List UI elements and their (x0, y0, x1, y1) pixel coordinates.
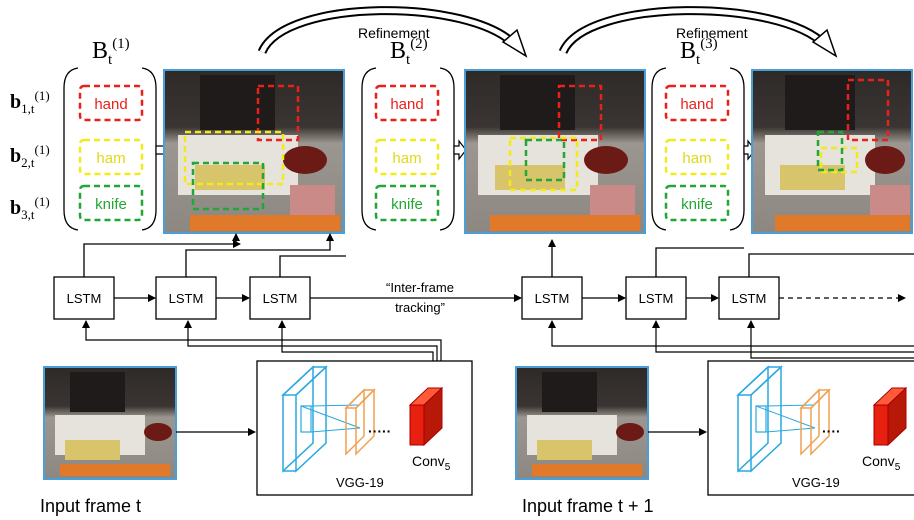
output-frame-photo-3 (751, 69, 913, 234)
lstm-output-arrows (83, 233, 914, 277)
box-set-3-label: Bt(3) (680, 36, 718, 68)
feed-arrow-icon (453, 139, 467, 161)
svg-text:LSTM: LSTM (169, 291, 204, 306)
box-vector-2: hand ham knife (361, 67, 455, 231)
refinement-arrow-1 (257, 6, 528, 58)
box-vector-1: hand ham knife (63, 67, 157, 231)
svg-text:····: ···· (822, 423, 841, 439)
refinement-arrow-2 (558, 6, 838, 58)
object-label-ham: ham (682, 150, 711, 167)
box-set-1-label: Bt(1) (92, 36, 130, 68)
input-frame-label-2: Input frame t + 1 (522, 496, 654, 516)
row-label-3: b3,t(1) (10, 194, 50, 222)
refinement-label-1: Refinement (358, 25, 430, 41)
svg-text:LSTM: LSTM (535, 291, 570, 306)
lstm-cell-5: LSTM (625, 276, 687, 320)
svg-text:LSTM: LSTM (732, 291, 767, 306)
lstm-cell-6: LSTM (718, 276, 780, 320)
refinement-label-2: Refinement (676, 25, 748, 41)
row-label-2: b2,t(1) (10, 142, 50, 170)
vgg-label-2: VGG-19 (792, 475, 840, 490)
input-frame-photo-2 (515, 366, 649, 480)
tracking-label-line2: tracking” (395, 300, 445, 315)
cnn-box-1: ····· (256, 360, 473, 496)
tracking-label-line1: “Inter-frame (386, 280, 454, 295)
object-label-hand: hand (680, 96, 713, 113)
lstm-cell-2: LSTM (155, 276, 217, 320)
row-label-1: b1,t(1) (10, 88, 50, 116)
vgg-label-1: VGG-19 (336, 475, 384, 490)
input-frame-label-1: Input frame t (40, 496, 141, 516)
lstm-cell-3: LSTM (249, 276, 311, 320)
output-frame-photo-2 (464, 69, 646, 234)
conv-label-1: Conv5 (412, 453, 451, 473)
svg-text:·····: ····· (368, 423, 391, 439)
object-label-ham: ham (96, 150, 125, 167)
input-frame-photo-1 (43, 366, 177, 480)
lstm-cell-4: LSTM (521, 276, 583, 320)
svg-text:LSTM: LSTM (263, 291, 298, 306)
cnn-box-2: ···· (707, 360, 914, 496)
object-label-ham: ham (392, 150, 421, 167)
output-frame-photo-1 (163, 69, 345, 234)
object-label-knife: knife (95, 196, 127, 213)
box-set-2-label: Bt(2) (390, 36, 428, 68)
box-vector-3: hand ham knife (651, 67, 745, 231)
object-label-hand: hand (390, 96, 423, 113)
object-label-hand: hand (94, 96, 127, 113)
svg-text:LSTM: LSTM (639, 291, 674, 306)
object-label-knife: knife (681, 196, 713, 213)
lstm-cell-1: LSTM (53, 276, 115, 320)
object-label-knife: knife (391, 196, 423, 213)
conv-label-2: Conv5 (862, 453, 901, 473)
svg-text:LSTM: LSTM (67, 291, 102, 306)
